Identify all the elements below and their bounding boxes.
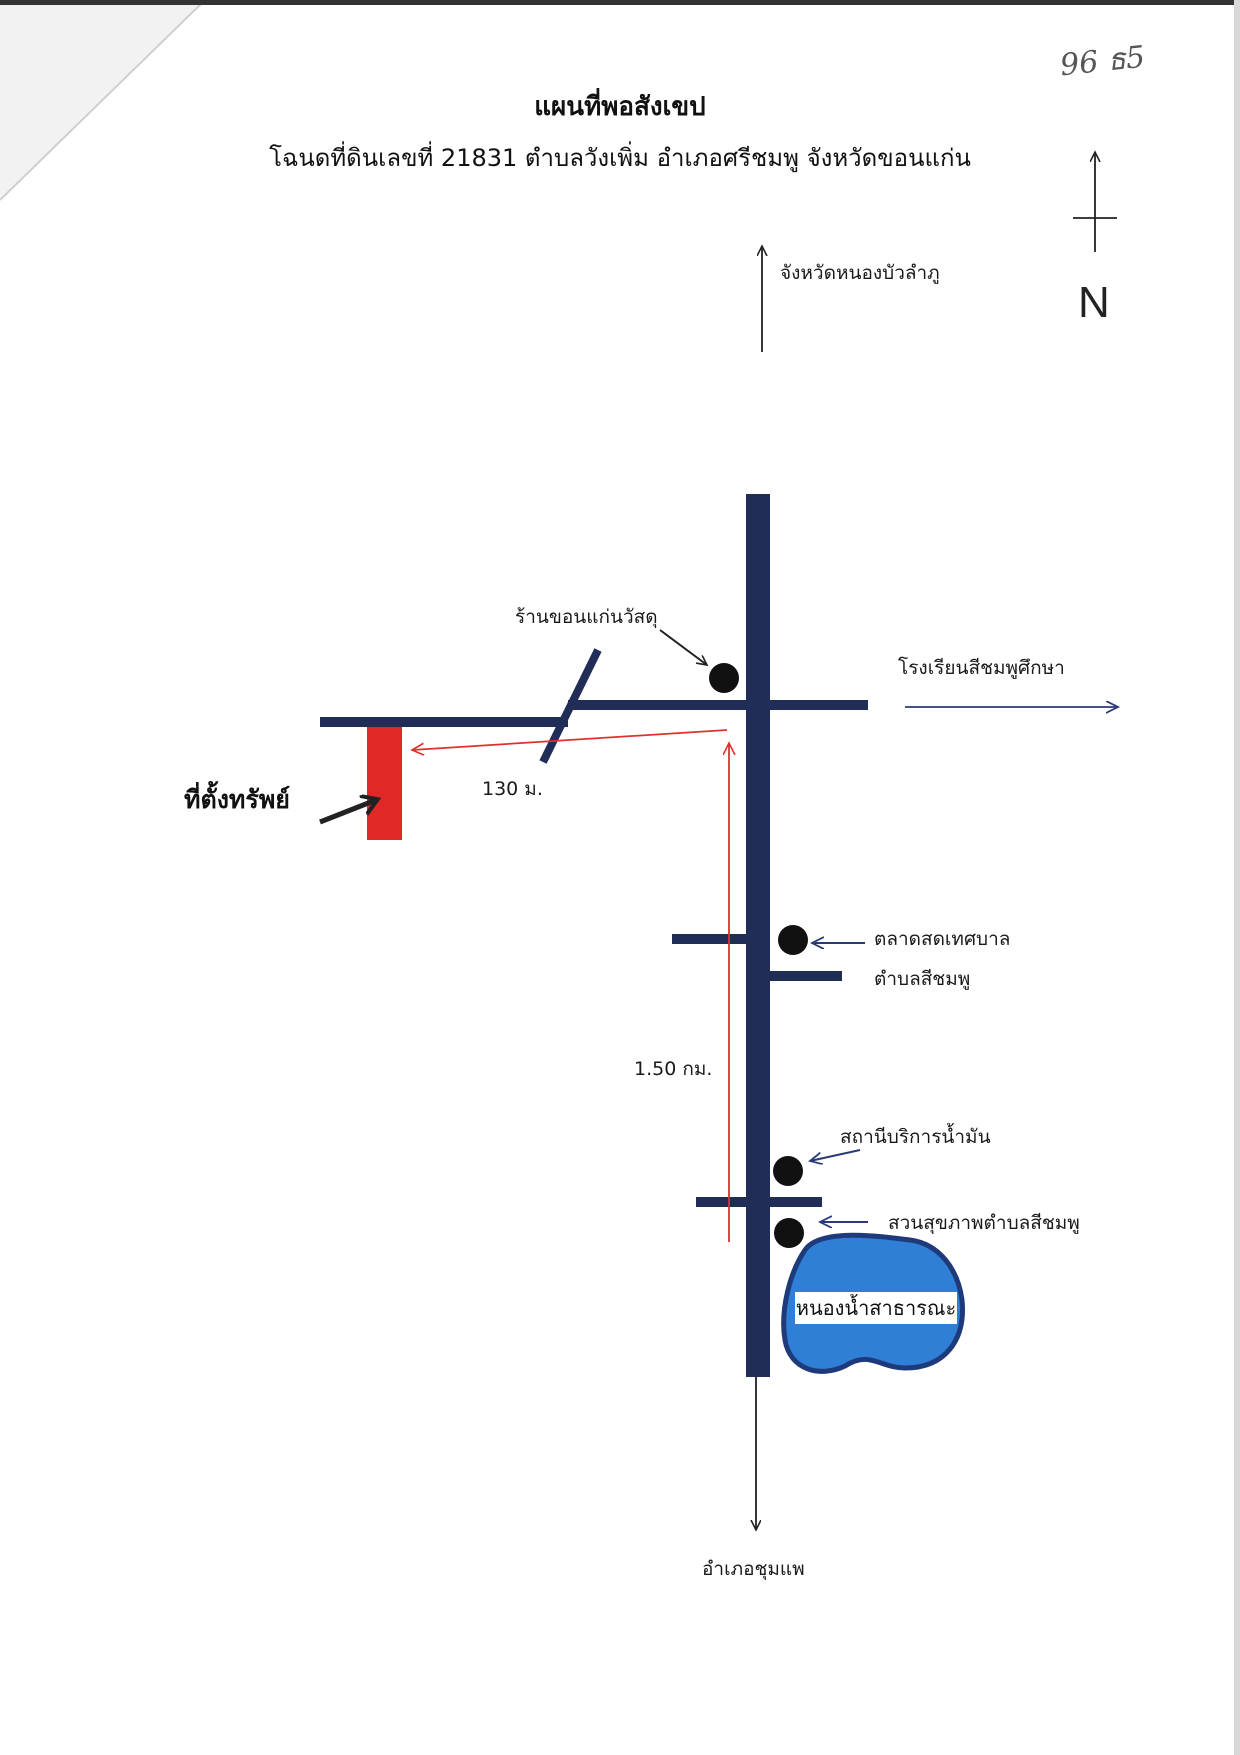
gas-station-label: สถานีบริการน้ำมัน xyxy=(840,1126,991,1148)
park-marker xyxy=(774,1218,804,1248)
distance-long-label: 1.50 กม. xyxy=(634,1058,713,1080)
store-pointer-arrow xyxy=(659,629,707,665)
north-destination-label: จังหวัดหนองบัวลำภู xyxy=(780,262,940,284)
route-west-line xyxy=(412,729,728,750)
map-title: แผนที่พอสังเขป xyxy=(534,92,706,122)
market-label-line1: ตลาดสดเทศบาล xyxy=(874,928,1011,950)
scan-top-edge xyxy=(0,0,1240,5)
gas-station-marker xyxy=(773,1156,803,1186)
diagonal-road xyxy=(539,648,602,764)
store-marker xyxy=(709,663,739,693)
south-destination-label: อำเภอชุมแพ xyxy=(702,1558,805,1580)
property-parcel xyxy=(367,727,402,840)
pond-label: หนองน้ำสาธารณะ xyxy=(795,1292,957,1324)
compass-north-label: N xyxy=(1078,278,1110,327)
market-label-line2: ตำบลสีชมพู xyxy=(874,968,971,990)
property-label: ที่ตั้งทรัพย์ xyxy=(184,785,290,814)
park-label: สวนสุขภาพตำบลสีชมพู xyxy=(888,1212,1080,1234)
gas-station-pointer-arrow xyxy=(810,1149,861,1161)
east-destination-label: โรงเรียนสีชมพูศึกษา xyxy=(898,657,1065,679)
store-label: ร้านขอนแก่นวัสดุ xyxy=(515,606,658,628)
scan-right-edge xyxy=(1234,0,1240,1755)
property-pointer-arrow xyxy=(319,800,376,825)
handwritten-note: 96 ธ5 xyxy=(1058,39,1147,84)
market-marker xyxy=(778,925,808,955)
north-arrow-icon xyxy=(1073,152,1117,252)
page-fold-edge xyxy=(0,0,206,201)
map-subtitle: โฉนดที่ดินเลขที่ 21831 ตำบลวังเพิ่ม อำเภ… xyxy=(269,144,971,172)
distance-short-label: 130 ม. xyxy=(482,778,543,800)
